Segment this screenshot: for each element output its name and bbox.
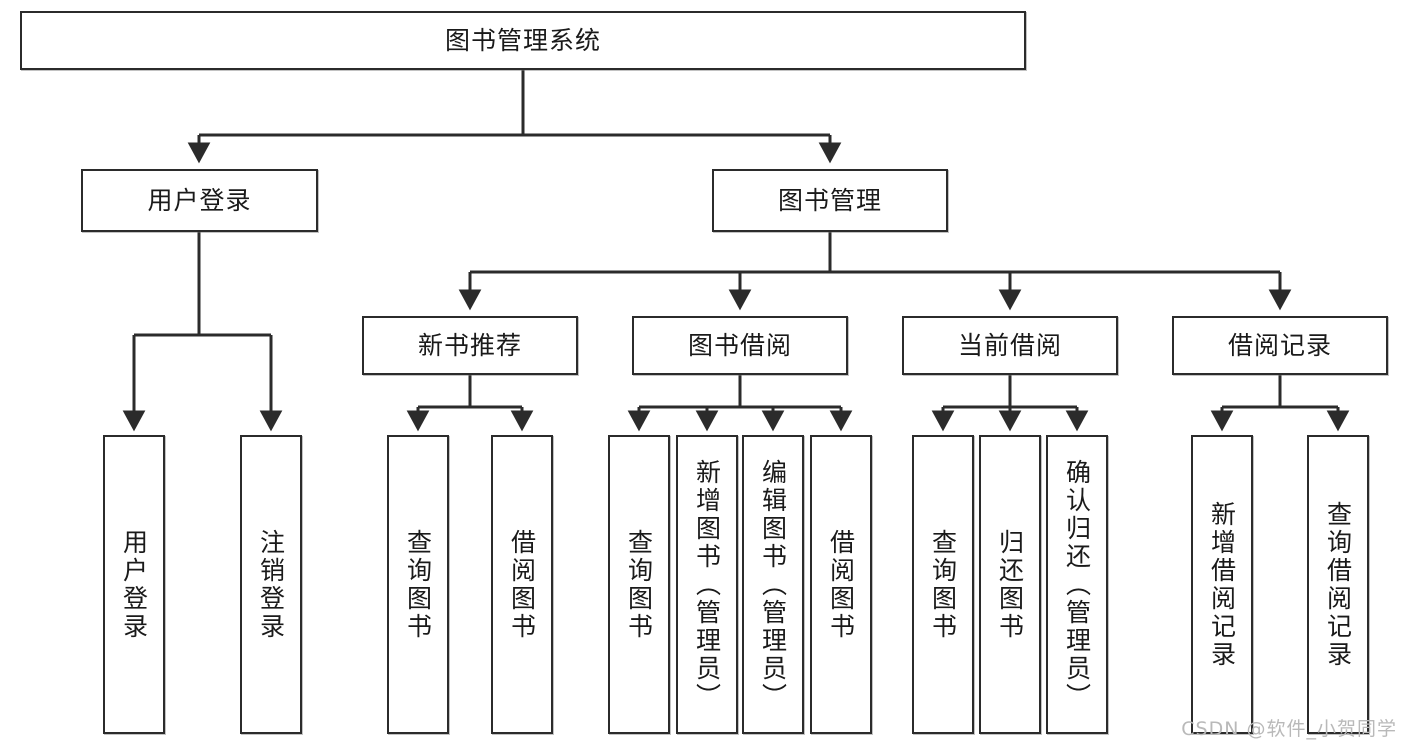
node-label: 借阅图书 — [826, 528, 856, 641]
leaf-current-query-book[interactable]: 查询图书 — [912, 435, 974, 734]
leaf-user-login-login[interactable]: 用户登录 — [103, 435, 165, 734]
node-label: 当前借阅 — [957, 331, 1062, 360]
csdn-watermark: CSDN @软件_小贺同学 — [1181, 718, 1397, 740]
node-label: 新增借阅记录 — [1207, 500, 1237, 669]
node-label: 用户登录 — [147, 186, 252, 215]
leaf-borrow-borrow-book[interactable]: 借阅图书 — [810, 435, 872, 734]
leaf-record-add-record[interactable]: 新增借阅记录 — [1191, 435, 1253, 734]
leaf-current-return-book[interactable]: 归还图书 — [979, 435, 1041, 734]
node-user-login[interactable]: 用户登录 — [81, 169, 318, 232]
node-label: 图书借阅 — [687, 331, 792, 360]
leaf-recommend-borrow-book[interactable]: 借阅图书 — [491, 435, 553, 734]
node-label: 图书管理系统 — [444, 26, 601, 55]
node-current-borrow[interactable]: 当前借阅 — [902, 316, 1118, 375]
leaf-record-query-record[interactable]: 查询借阅记录 — [1307, 435, 1369, 734]
node-label: 确认归还（管理员） — [1062, 458, 1092, 711]
node-label: 借阅图书 — [507, 528, 537, 641]
node-label: 借阅记录 — [1227, 331, 1332, 360]
node-label: 查询借阅记录 — [1323, 500, 1353, 669]
leaf-borrow-add-book-admin[interactable]: 新增图书（管理员） — [676, 435, 738, 734]
node-label: 查询图书 — [624, 528, 654, 641]
leaf-borrow-query-book[interactable]: 查询图书 — [608, 435, 670, 734]
node-root-book-management-system[interactable]: 图书管理系统 — [20, 11, 1026, 70]
node-new-book-recommend[interactable]: 新书推荐 — [362, 316, 578, 375]
node-label: 新增图书（管理员） — [692, 458, 722, 711]
node-book-borrow[interactable]: 图书借阅 — [632, 316, 848, 375]
leaf-borrow-edit-book-admin[interactable]: 编辑图书（管理员） — [742, 435, 804, 734]
node-label: 图书管理 — [777, 186, 882, 215]
node-label: 查询图书 — [403, 528, 433, 641]
leaf-current-confirm-return-admin[interactable]: 确认归还（管理员） — [1046, 435, 1108, 734]
node-borrow-record[interactable]: 借阅记录 — [1172, 316, 1388, 375]
node-label: 用户登录 — [119, 528, 149, 641]
node-label: 编辑图书（管理员） — [758, 458, 788, 711]
leaf-recommend-query-book[interactable]: 查询图书 — [387, 435, 449, 734]
node-label: 归还图书 — [995, 528, 1025, 641]
node-label: 新书推荐 — [417, 331, 522, 360]
node-label: 注销登录 — [256, 528, 286, 641]
node-label: 查询图书 — [928, 528, 958, 641]
node-book-management[interactable]: 图书管理 — [712, 169, 948, 232]
leaf-user-login-logout[interactable]: 注销登录 — [240, 435, 302, 734]
